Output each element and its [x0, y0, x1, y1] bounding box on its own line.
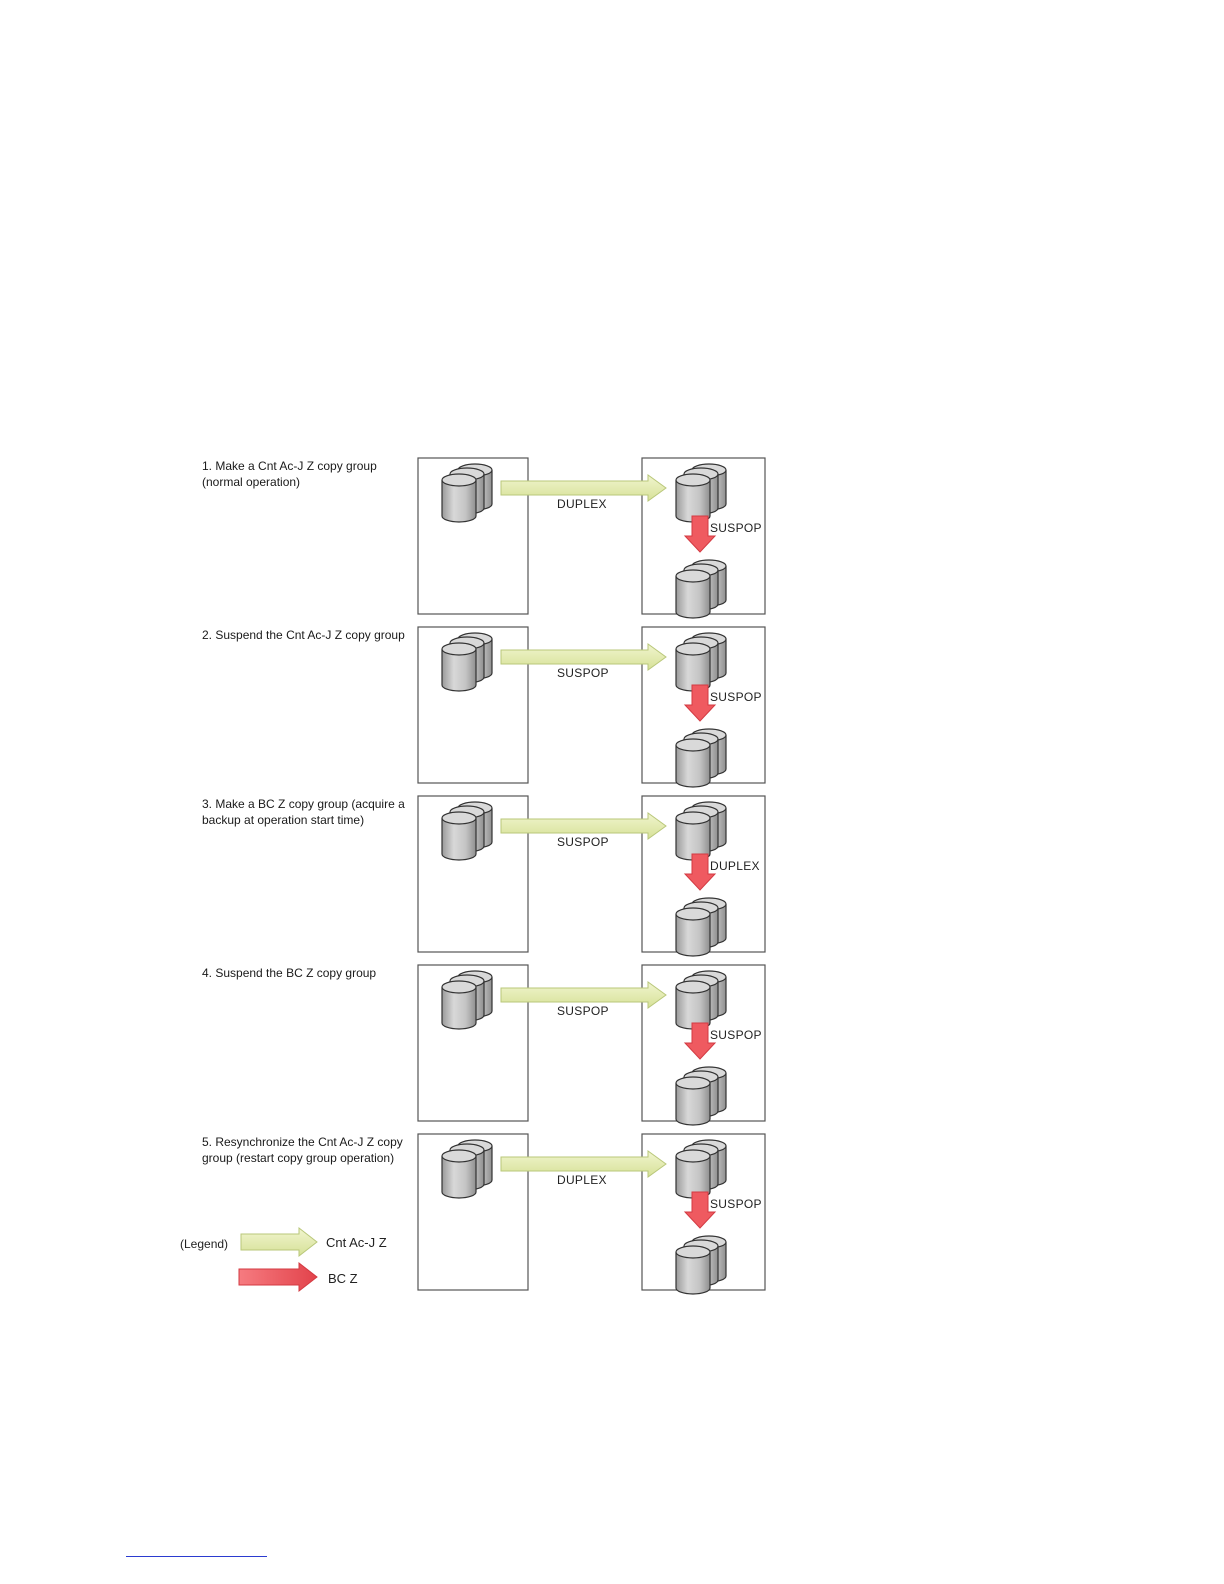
step-1: [417, 457, 766, 619]
legend-cnt-label: Cnt Ac-J Z: [326, 1235, 387, 1250]
backup-volume-stack: [675, 1235, 727, 1295]
secondary-volume-stack: [675, 1139, 727, 1199]
primary-volume-stack: [441, 970, 493, 1030]
volume-cylinder-front: [675, 642, 711, 692]
bc-pair-status: SUSPOP: [710, 690, 762, 704]
legend-title: (Legend): [180, 1237, 229, 1251]
legend: [238, 1226, 318, 1293]
volume-cylinder-front: [675, 907, 711, 957]
cnt-pair-status: SUSPOP: [557, 666, 609, 680]
volume-cylinder-front: [675, 1076, 711, 1126]
cnt-acj-copy-arrow: [500, 981, 667, 1009]
bc-copy-arrow: [683, 1022, 717, 1060]
cnt-acj-copy-arrow: [500, 643, 667, 671]
bc-copy-arrow: [683, 515, 717, 553]
step-description: 2. Suspend the Cnt Ac-J Z copy group: [202, 628, 405, 642]
legend-bc-arrow: [238, 1261, 318, 1293]
bc-copy-arrow: [683, 853, 717, 891]
primary-volume-stack: [441, 632, 493, 692]
backup-volume-stack: [675, 1066, 727, 1126]
bc-copy-arrow: [683, 1191, 717, 1229]
volume-cylinder-front: [675, 1245, 711, 1295]
volume-cylinder-front: [441, 473, 477, 523]
step-3: [417, 795, 766, 957]
primary-volume-stack: [441, 1139, 493, 1199]
cnt-pair-status: SUSPOP: [557, 835, 609, 849]
step-description: 3. Make a BC Z copy group (acquire a bac…: [202, 797, 405, 827]
cnt-pair-status: DUPLEX: [557, 497, 607, 511]
cnt-acj-copy-arrow: [500, 1150, 667, 1178]
backup-volume-stack: [675, 897, 727, 957]
legend-cnt-arrow: [240, 1226, 318, 1258]
primary-volume-stack: [441, 801, 493, 861]
secondary-volume-stack: [675, 632, 727, 692]
bc-pair-status: DUPLEX: [710, 859, 760, 873]
step-4: [417, 964, 766, 1126]
step-5: [417, 1133, 766, 1295]
volume-cylinder-front: [675, 980, 711, 1030]
secondary-volume-stack: [675, 970, 727, 1030]
volume-cylinder-front: [675, 569, 711, 619]
volume-cylinder-front: [675, 473, 711, 523]
cnt-pair-status: DUPLEX: [557, 1173, 607, 1187]
step-2: [417, 626, 766, 788]
volume-cylinder-front: [441, 642, 477, 692]
step-description: 5. Resynchronize the Cnt Ac-J Z copy gro…: [202, 1135, 403, 1165]
backup-volume-stack: [675, 559, 727, 619]
volume-cylinder-front: [441, 1149, 477, 1199]
volume-cylinder-front: [441, 980, 477, 1030]
volume-cylinder-front: [675, 811, 711, 861]
cnt-pair-status: SUSPOP: [557, 1004, 609, 1018]
volume-cylinder-front: [675, 738, 711, 788]
secondary-volume-stack: [675, 463, 727, 523]
bc-pair-status: SUSPOP: [710, 521, 762, 535]
step-description: 1. Make a Cnt Ac-J Z copy group (normal …: [202, 459, 377, 489]
primary-volume-stack: [441, 463, 493, 523]
footer-link-rule: [126, 1556, 267, 1557]
cnt-acj-copy-arrow: [500, 812, 667, 840]
volume-cylinder-front: [675, 1149, 711, 1199]
bc-copy-arrow: [683, 684, 717, 722]
secondary-volume-stack: [675, 801, 727, 861]
volume-cylinder-front: [441, 811, 477, 861]
backup-volume-stack: [675, 728, 727, 788]
legend-bc-label: BC Z: [328, 1271, 358, 1286]
cnt-acj-copy-arrow: [500, 474, 667, 502]
step-description: 4. Suspend the BC Z copy group: [202, 966, 377, 980]
bc-pair-status: SUSPOP: [710, 1028, 762, 1042]
bc-pair-status: SUSPOP: [710, 1197, 762, 1211]
